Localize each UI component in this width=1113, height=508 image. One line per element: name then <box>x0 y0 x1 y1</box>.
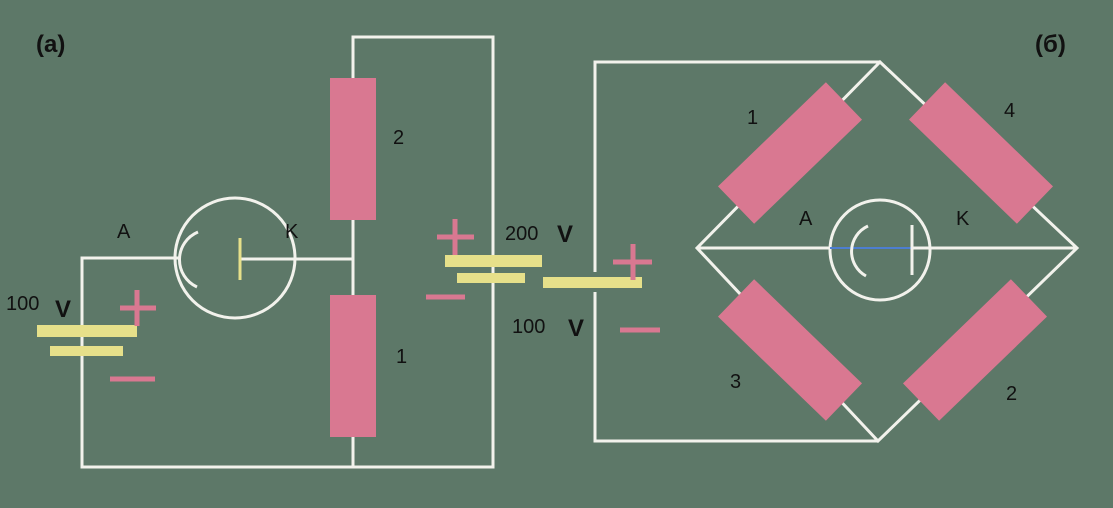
cathode-label-a: K <box>285 221 299 243</box>
resistor-b-3-label: 3 <box>730 371 741 393</box>
battery-a <box>37 290 156 382</box>
resistor-b-3 <box>717 279 863 421</box>
battery-b <box>543 244 660 333</box>
circuit-a-wires <box>80 35 495 469</box>
plus-icon <box>120 290 156 326</box>
unit-label-a: V <box>55 296 71 323</box>
resistor-b-1-label: 1 <box>747 107 758 129</box>
voltage-label-b: 100 <box>512 316 545 338</box>
plus-icon <box>613 244 652 280</box>
resistor-a-2 <box>330 78 376 220</box>
vacuum-tube-a <box>173 196 297 320</box>
battery-mid <box>426 219 542 300</box>
voltage-label-a: 100 <box>6 293 39 315</box>
resistor-b-2 <box>902 279 1048 421</box>
resistor-b-4-label: 4 <box>1004 100 1015 122</box>
unit-label-mid: V <box>557 221 573 248</box>
anode-label-a: A <box>117 221 131 243</box>
resistor-a-1 <box>330 295 376 437</box>
vacuum-tube-b <box>828 198 932 302</box>
anode-label-b: A <box>799 208 813 230</box>
resistor-b-2-label: 2 <box>1006 383 1017 405</box>
plus-icon <box>437 219 474 255</box>
voltage-label-mid: 200 <box>505 223 538 245</box>
resistor-b-1 <box>717 82 863 224</box>
panel-b-label: (б) <box>1035 31 1066 58</box>
resistor-a-2-label: 2 <box>393 127 404 149</box>
resistor-b-4 <box>908 82 1054 224</box>
panel-a-label: (а) <box>36 31 65 58</box>
unit-label-b: V <box>568 315 584 342</box>
cathode-label-b: K <box>956 208 970 230</box>
resistor-a-1-label: 1 <box>396 346 407 368</box>
